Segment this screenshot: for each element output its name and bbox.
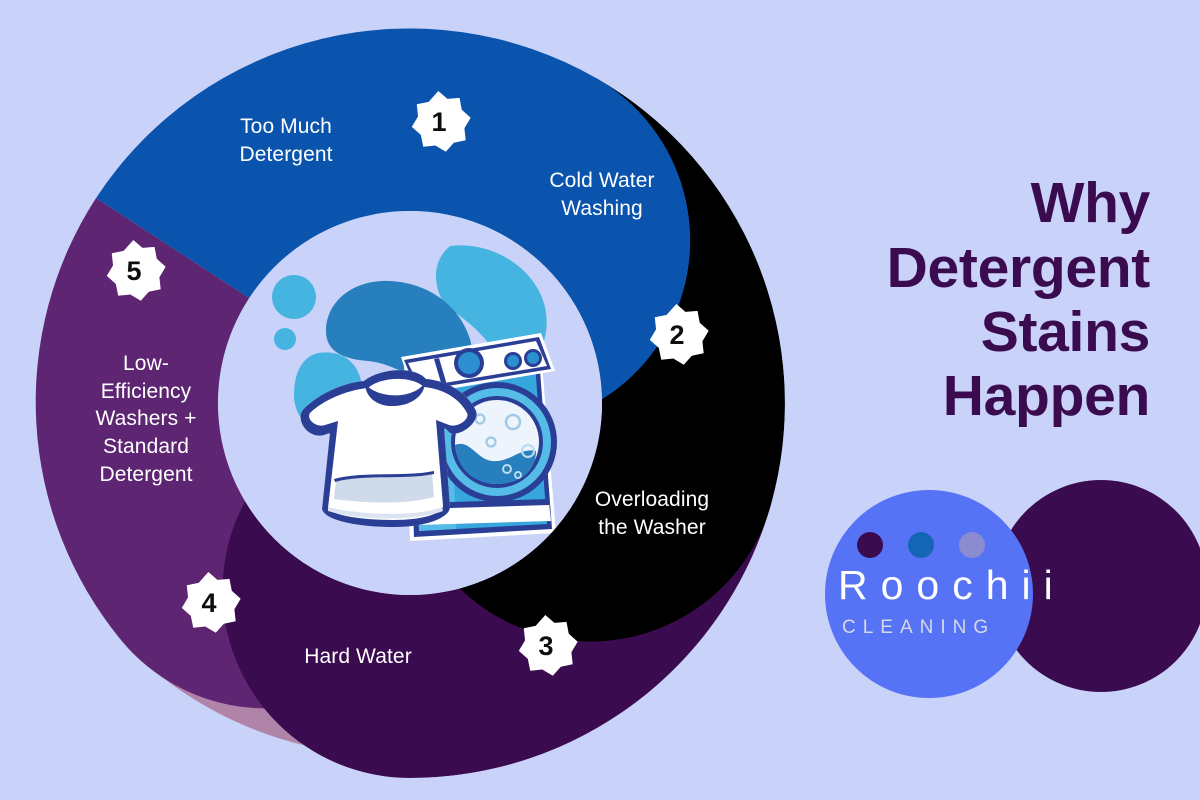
segment-1-number-badge: 1 xyxy=(406,89,472,155)
segment-2-number: 2 xyxy=(669,319,685,350)
cycle-wheel: Too Much Detergent Cold Water Washing Ov… xyxy=(35,28,785,778)
center-illustration xyxy=(218,211,602,595)
tshirt-icon xyxy=(300,370,477,527)
segment-3-number-badge: 3 xyxy=(513,613,579,679)
segment-3-number: 3 xyxy=(538,630,554,661)
segment-2-number-badge: 2 xyxy=(644,302,710,368)
logo-dots xyxy=(857,532,985,558)
segment-5-number: 5 xyxy=(126,255,142,286)
logo-circle-front xyxy=(825,490,1033,698)
logo-dot-2 xyxy=(908,532,934,558)
logo-tagline: CLEANING xyxy=(842,617,996,638)
starburst-icon xyxy=(181,571,241,633)
logo-dot-1 xyxy=(857,532,883,558)
logo-dot-3 xyxy=(959,532,985,558)
brand-logo: Roochii CLEANING xyxy=(810,470,1200,702)
segment-1-number: 1 xyxy=(431,106,447,137)
washer-door xyxy=(437,382,557,502)
segment-4-number: 4 xyxy=(201,587,217,618)
logo-wordmark: Roochii xyxy=(838,562,1066,608)
starburst-icon xyxy=(518,614,578,676)
starburst-icon xyxy=(106,239,166,301)
washing-machine-icon xyxy=(272,245,557,541)
starburst-icon xyxy=(649,303,709,365)
right-panel: Why Detergent Stains Happen Roochii CLEA… xyxy=(790,0,1200,800)
starburst-icon xyxy=(411,90,471,152)
page-title: Why Detergent Stains Happen xyxy=(886,171,1151,429)
segment-4-number-badge: 4 xyxy=(176,570,242,636)
segment-5-number-badge: 5 xyxy=(101,238,167,304)
